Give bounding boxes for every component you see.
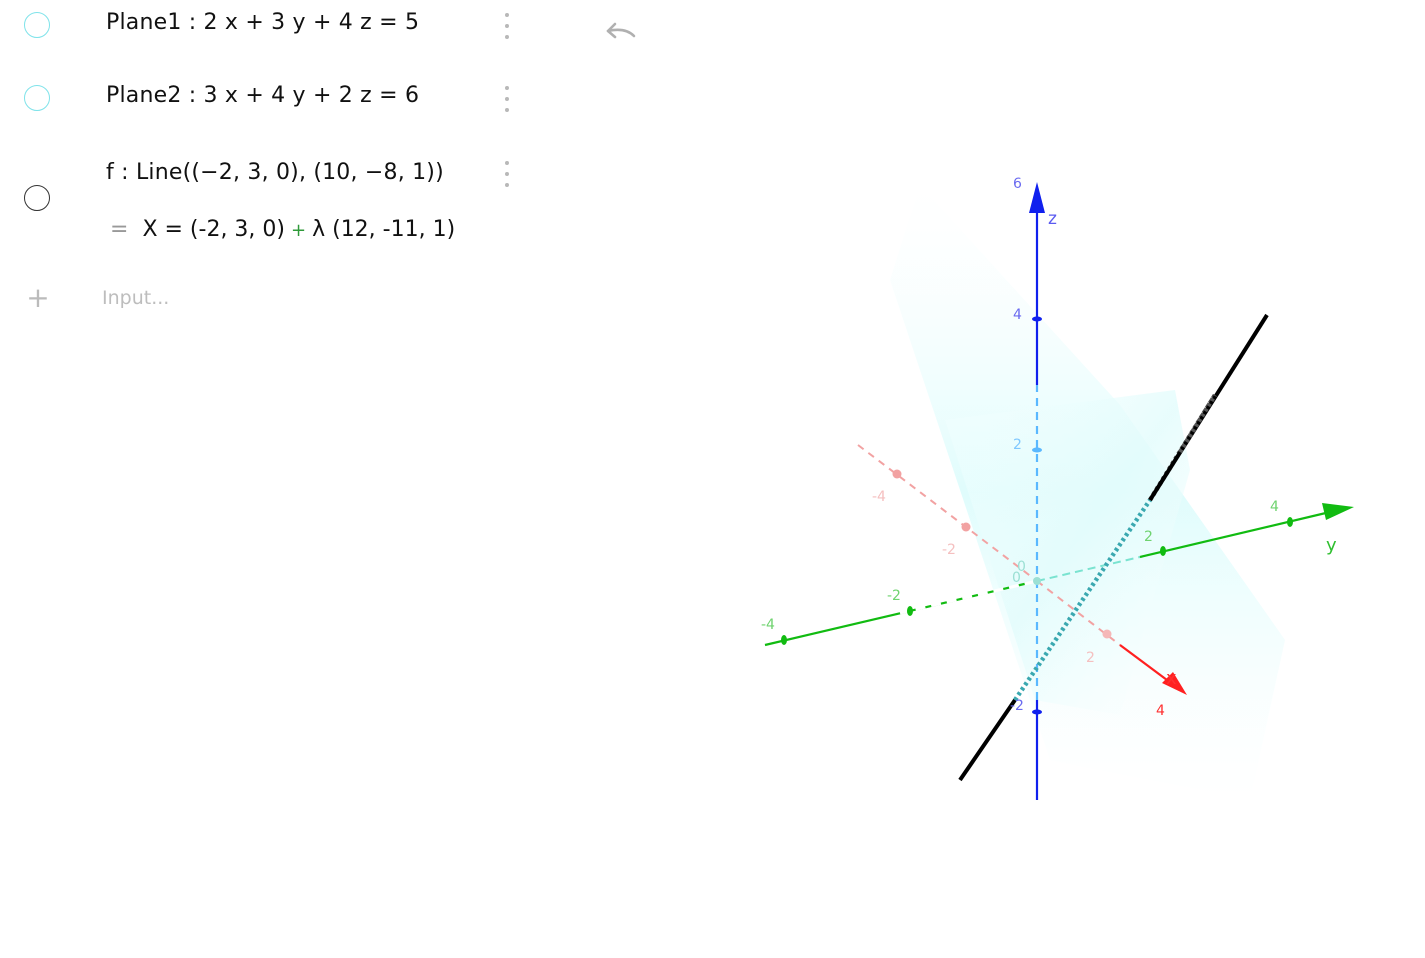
y-axis-arrowhead — [1322, 503, 1354, 520]
y-tick-label-0: 0 — [1012, 570, 1021, 586]
undo-icon — [606, 22, 636, 39]
x-tick-label-2: 2 — [1086, 650, 1095, 666]
visibility-toggle-plane1[interactable] — [24, 12, 50, 38]
plane2-surface[interactable] — [945, 390, 1190, 715]
y-tick-label-4: 4 — [1270, 499, 1279, 515]
algebra-item-line-f[interactable]: f : Line((−2, 3, 0), (10, −8, 1)) = X = (… — [0, 150, 540, 260]
x-axis-label: x — [1166, 668, 1177, 689]
y-tick-label-2: 2 — [1144, 529, 1153, 545]
algebra-input-row[interactable]: + — [0, 280, 540, 316]
line-f-output: = X = (-2, 3, 0) +λ (12, -11, 1) — [110, 217, 455, 242]
y-axis-positive — [1139, 510, 1331, 559]
line-f-menu-icon[interactable] — [498, 159, 516, 189]
plane2-menu-icon[interactable] — [498, 84, 516, 114]
visibility-toggle-line-f[interactable] — [24, 185, 50, 211]
z-axis-arrowhead — [1029, 182, 1045, 213]
plane2-definition[interactable]: Plane2 : 3 x + 4 y + 2 z = 6 — [106, 83, 420, 108]
line-f-direction: λ (12, -11, 1) — [312, 217, 456, 242]
algebra-view: Plane1 : 2 x + 3 y + 4 z = 5 Plane2 : 3 … — [0, 0, 560, 958]
plane1-definition[interactable]: Plane1 : 2 x + 3 y + 4 z = 5 — [106, 10, 420, 35]
z-axis-label: z — [1048, 209, 1057, 229]
line-f-hidden[interactable] — [1013, 498, 1152, 702]
line-f-definition[interactable]: f : Line((−2, 3, 0), (10, −8, 1)) — [106, 160, 444, 185]
algebra-input[interactable] — [100, 282, 504, 314]
graphics-canvas[interactable]: 6 4 2 0 -2 -4 -2 0 2 4 -4 -2 2 4 z y x — [560, 0, 1425, 958]
algebra-item-plane1[interactable]: Plane1 : 2 x + 3 y + 4 z = 5 — [0, 0, 540, 60]
y-tick-marks — [781, 517, 1293, 645]
x-tick-label-4: 4 — [1156, 703, 1165, 719]
x-tick-label-neg4: -4 — [872, 489, 886, 505]
y-tick-label-neg4: -4 — [761, 617, 775, 633]
x-tick-label-neg2: -2 — [942, 542, 956, 558]
x-tick-marks — [892, 469, 1112, 639]
plane1-menu-icon[interactable] — [498, 11, 516, 41]
line-f-plus: + — [291, 220, 307, 241]
y-axis-label: y — [1326, 535, 1337, 556]
x-axis-hidden — [1036, 580, 1121, 646]
y-tick-label-neg2: -2 — [887, 588, 901, 604]
line-f-upper[interactable] — [1148, 313, 1269, 502]
z-tick-label-6: 6 — [1013, 176, 1022, 192]
algebra-item-plane2[interactable]: Plane2 : 3 x + 4 y + 2 z = 6 — [0, 72, 540, 132]
plus-icon[interactable]: + — [26, 281, 50, 314]
x-axis-negative — [857, 444, 1038, 582]
z-tick-label-2: 2 — [1013, 437, 1022, 453]
z-tick-label-neg2: -2 — [1010, 698, 1024, 714]
graphics-3d-view[interactable]: 6 4 2 0 -2 -4 -2 0 2 4 -4 -2 2 4 z y x — [560, 0, 1425, 958]
z-tick-label-0: 0 — [1017, 559, 1026, 575]
z-tick-marks — [1032, 316, 1042, 715]
line-f-dotted-overlay — [1178, 393, 1217, 454]
x-axis-arrowhead — [1162, 672, 1187, 695]
line-f-point: X = (-2, 3, 0) — [142, 217, 285, 242]
undo-button[interactable] — [603, 20, 639, 50]
visibility-toggle-plane2[interactable] — [24, 85, 50, 111]
line-f-lower[interactable] — [958, 698, 1017, 782]
z-tick-label-4: 4 — [1013, 307, 1022, 323]
y-axis-hidden — [1036, 556, 1141, 582]
output-equals-sign: = — [110, 217, 129, 242]
y-axis-dash-mask — [899, 579, 1038, 615]
